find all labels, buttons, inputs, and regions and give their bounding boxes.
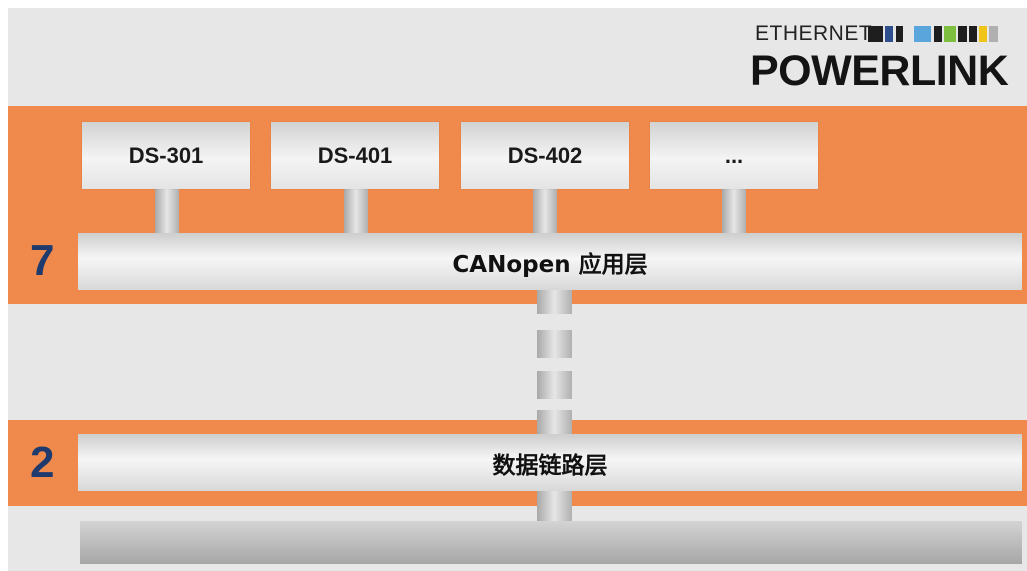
profile-connector bbox=[533, 189, 557, 233]
logo-block bbox=[885, 26, 893, 42]
ethernet-powerlink-logo: ETHERNET POWERLINK bbox=[750, 20, 1025, 96]
logo-block bbox=[868, 26, 883, 42]
layer-connector-segment bbox=[537, 371, 572, 399]
logo-block bbox=[934, 26, 942, 42]
logo-block bbox=[989, 26, 998, 42]
profile-connector bbox=[344, 189, 368, 233]
data-link-layer-bar: 数据链路层 bbox=[78, 434, 1022, 491]
logo-block bbox=[944, 26, 956, 42]
layer-connector-segment bbox=[537, 290, 572, 314]
profile-box-ds402: DS-402 bbox=[461, 122, 629, 189]
profile-label: DS-402 bbox=[507, 143, 583, 168]
application-layer-label: CANopen 应用层 bbox=[452, 251, 648, 278]
canopen-application-layer-bar: CANopen 应用层 bbox=[78, 233, 1022, 290]
profile-box-ds301: DS-301 bbox=[82, 122, 250, 189]
layer-connector-segment bbox=[537, 410, 572, 434]
logo-ethernet-text: ETHERNET bbox=[755, 22, 873, 45]
layer-connector-segment bbox=[537, 330, 572, 358]
logo-block bbox=[914, 26, 931, 42]
profile-box-ds401: DS-401 bbox=[271, 122, 439, 189]
profile-connector bbox=[155, 189, 179, 233]
logo-block bbox=[979, 26, 987, 42]
profile-connector bbox=[722, 189, 746, 233]
physical-connector bbox=[537, 491, 572, 521]
logo-block bbox=[896, 26, 903, 42]
layer-number-7: 7 bbox=[30, 236, 55, 285]
data-link-layer-label: 数据链路层 bbox=[492, 452, 608, 479]
physical-layer-bar bbox=[80, 521, 1022, 564]
profile-label: DS-401 bbox=[317, 143, 393, 168]
logo-block bbox=[958, 26, 967, 42]
profile-label: ... bbox=[724, 143, 744, 168]
layer-number-2: 2 bbox=[30, 438, 55, 487]
profile-box-more: ... bbox=[650, 122, 818, 189]
logo-powerlink-text: POWERLINK bbox=[750, 47, 1009, 95]
logo-block bbox=[969, 26, 977, 42]
profile-label: DS-301 bbox=[128, 143, 204, 168]
